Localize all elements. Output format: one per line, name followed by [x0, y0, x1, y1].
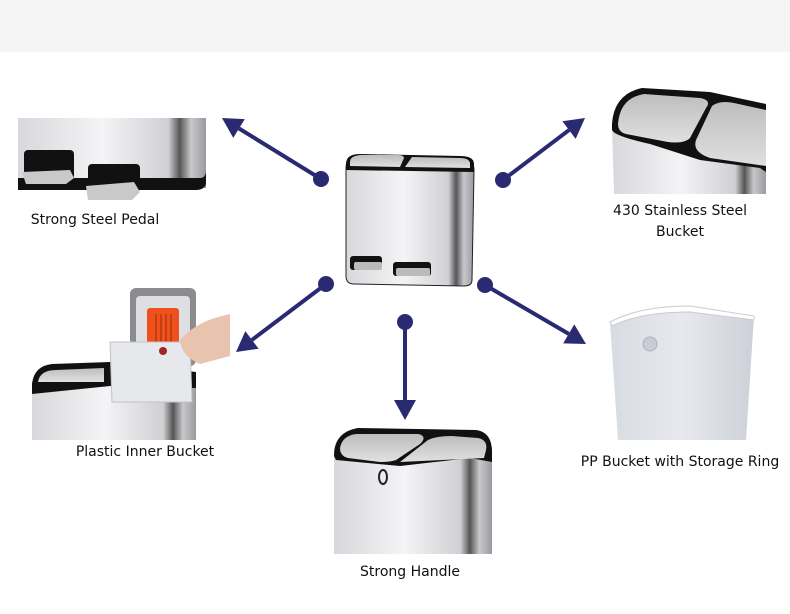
- arrow-handle: [394, 314, 416, 420]
- handle-closeup-image: [334, 428, 492, 554]
- arrow-inner-bucket: [236, 276, 334, 352]
- caption-pp-bucket: PP Bucket with Storage Ring: [580, 454, 780, 470]
- caption-steel: 430 Stainless Steel Bucket: [600, 201, 760, 243]
- arrow-origin-dot: [318, 276, 334, 292]
- arrow-origin-dot: [313, 171, 329, 187]
- arrow-pedal: [222, 118, 329, 187]
- arrowhead-icon: [222, 118, 245, 138]
- arrow-steel: [495, 118, 585, 188]
- steel-closeup-image: [612, 88, 766, 194]
- caption-inner-bucket: Plastic Inner Bucket: [75, 444, 215, 460]
- top-banner: [0, 0, 790, 52]
- handle-ring-icon: [378, 469, 388, 485]
- caption-pedal: Strong Steel Pedal: [30, 212, 160, 228]
- arrowhead-icon: [562, 118, 585, 139]
- arrow-shaft: [250, 282, 328, 342]
- pedal-closeup-image: [18, 118, 206, 200]
- arrow-shaft: [483, 283, 570, 336]
- arrow-pp-bucket: [477, 277, 586, 344]
- caption-steel-line2: Bucket: [656, 224, 704, 240]
- arrow-shaft: [501, 128, 571, 182]
- caption-steel-line1: 430 Stainless Steel: [613, 203, 747, 219]
- arrow-origin-dot: [495, 172, 511, 188]
- caption-handle: Strong Handle: [360, 564, 460, 580]
- pp-bucket-image: [609, 305, 755, 440]
- arrowhead-icon: [563, 324, 586, 344]
- arrow-origin-dot: [397, 314, 413, 330]
- center-bin-image: [345, 154, 475, 287]
- arrowhead-icon: [236, 331, 259, 352]
- arrow-shaft: [237, 126, 323, 181]
- arrowhead-icon: [394, 400, 416, 420]
- inner-bucket-image: [32, 288, 230, 440]
- arrow-origin-dot: [477, 277, 493, 293]
